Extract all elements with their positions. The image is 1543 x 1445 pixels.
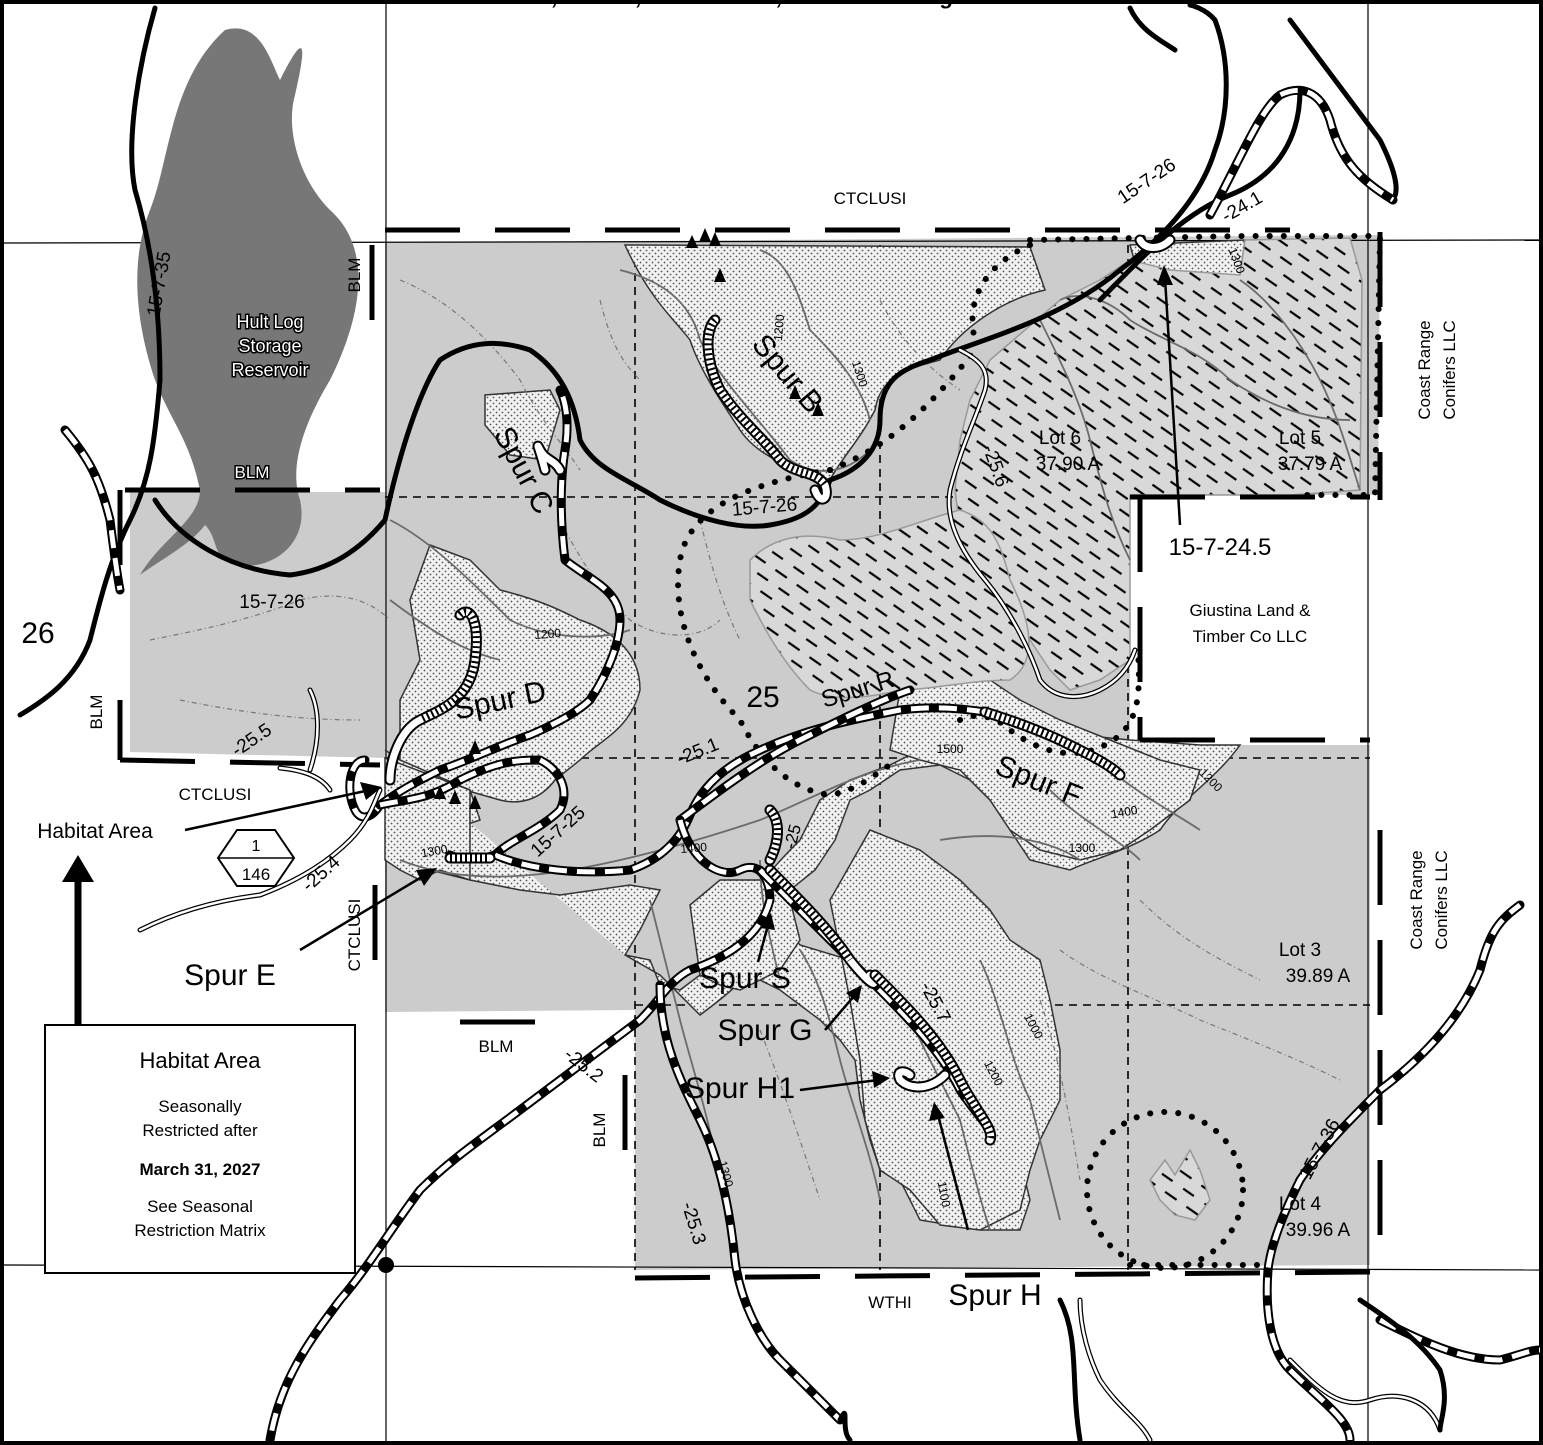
spur-b-road	[702, 314, 832, 505]
owner-labels: CTCLUSI CTCLUSI CTCLUSI BLM BLM BLM BLM …	[87, 189, 1459, 1312]
hatched-area-center	[749, 509, 1030, 699]
route-shield-bottom: 146	[242, 865, 270, 884]
spur-h-road	[869, 969, 997, 1146]
reservoir-label: Hult Log Storage Reservoir	[230, 311, 310, 382]
harvest-units	[384, 239, 1246, 1231]
svg-text:1400: 1400	[680, 840, 708, 856]
spur-top-right-road	[1134, 234, 1176, 253]
main-roads	[17, 2, 1399, 718]
spur-h-label: Spur H	[948, 1279, 1041, 1312]
legend-line-4: Restriction Matrix	[134, 1221, 266, 1240]
label-blm-top: BLM	[345, 258, 364, 293]
legend-title: Habitat Area	[139, 1048, 261, 1073]
legend-date: March 31, 2027	[140, 1160, 261, 1179]
label-wthi: WTHI	[868, 1293, 911, 1312]
lot-labels: Lot 6 37.90 A Lot 5 37.79 A Lot 3 39.89 …	[1036, 428, 1351, 1241]
tree-icons	[434, 228, 824, 809]
svg-text:1200: 1200	[771, 313, 787, 341]
svg-text:1300: 1300	[716, 1159, 737, 1189]
label-ctclusi-left: CTCLUSI	[179, 785, 252, 804]
spur-h1-label: Spur H1	[685, 1072, 795, 1105]
route-shield: 1 146	[216, 829, 296, 887]
spur-roads	[384, 234, 1176, 1146]
hatched-area-lot-4	[1149, 1148, 1211, 1221]
svg-text:1300: 1300	[420, 842, 449, 860]
svg-text:Lot 5: Lot 5	[1279, 428, 1321, 449]
hult-reservoir	[137, 28, 359, 576]
label-coast-range-bottom-2: Conifers LLC	[1432, 850, 1451, 949]
legend-line-3: See Seasonal	[147, 1197, 253, 1216]
legend-line-1: Seasonally	[158, 1097, 242, 1116]
svg-text:1200: 1200	[534, 626, 562, 642]
svg-text:39.96 A: 39.96 A	[1286, 1220, 1351, 1241]
pointer-arrows	[62, 265, 1182, 1231]
svg-text:15-7-26: 15-7-26	[239, 592, 305, 613]
svg-text:1300: 1300	[1069, 841, 1096, 855]
habitat-legend: Habitat Area Seasonally Restricted after…	[44, 1024, 356, 1274]
spur-labels: Spur B Spur C Spur D Spur E Spur F Spur …	[184, 328, 1086, 1312]
label-coast-range-top-1: Coast Range	[1415, 320, 1434, 419]
spur-h1-road	[893, 1066, 951, 1093]
spur-g-label: Spur G	[717, 1014, 812, 1047]
spur-g-road	[764, 864, 880, 989]
streams	[149, 279, 1341, 1201]
svg-text:37.90 A: 37.90 A	[1036, 454, 1101, 475]
map-title: T. 15 S., R. 7 W., Sec. 25 & 26, Northwe…	[477, 0, 1065, 9]
spur-f-road	[979, 706, 1126, 781]
label-giustina-2: Timber Co LLC	[1193, 627, 1308, 646]
route-shield-top: 1	[252, 838, 261, 855]
other-main-roads	[837, 1297, 1447, 1443]
svg-text:39.89 A: 39.89 A	[1286, 966, 1351, 987]
label-coast-range-bottom-1: Coast Range	[1407, 850, 1426, 949]
label-blm-bottom: BLM	[479, 1037, 514, 1056]
minor-roads	[137, 347, 1443, 1443]
svg-text:1500: 1500	[937, 742, 964, 756]
section-25-label: 25	[746, 681, 779, 714]
label-ctclusi-lower: CTCLUSI	[345, 899, 364, 972]
spur-c-road	[532, 440, 566, 476]
contour-labels: 1200 1300 1300 1200 1500 1200 1400 1300 …	[420, 246, 1248, 1209]
svg-text:1400: 1400	[1110, 803, 1139, 821]
label-blm-lower: BLM	[590, 1113, 609, 1148]
habitat-area-pointer-label: Habitat Area	[37, 820, 153, 843]
spur-s-road	[764, 804, 783, 866]
svg-text:15-7-24.5: 15-7-24.5	[1169, 534, 1272, 561]
label-coast-range-top-2: Conifers LLC	[1440, 320, 1459, 419]
giustina-parcel	[1132, 497, 1368, 743]
svg-text:1100: 1100	[935, 1180, 953, 1208]
secondary-roads	[60, 85, 1543, 1445]
label-blm-left: BLM	[87, 695, 106, 730]
svg-text:37.79 A: 37.79 A	[1278, 454, 1343, 475]
svg-text:Hult Log: Hult Log	[236, 312, 303, 332]
spur-d-road	[384, 606, 482, 786]
svg-text:Reservoir: Reservoir	[231, 360, 308, 380]
label-giustina-1: Giustina Land &	[1190, 601, 1312, 620]
svg-text:Lot 3: Lot 3	[1279, 940, 1321, 961]
section-26-label: 26	[21, 617, 54, 650]
label-blm-reservoir: BLM	[235, 463, 270, 482]
label-ctclusi-top: CTCLUSI	[834, 189, 907, 208]
spur-s-label: Spur S	[699, 962, 791, 995]
svg-text:Lot 6: Lot 6	[1039, 428, 1081, 449]
spur-e-label: Spur E	[184, 959, 276, 992]
legend-line-2: Restricted after	[142, 1121, 258, 1140]
point-marker	[378, 1257, 394, 1273]
svg-text:Storage: Storage	[238, 336, 301, 356]
svg-text:Lot 4: Lot 4	[1279, 1194, 1322, 1215]
